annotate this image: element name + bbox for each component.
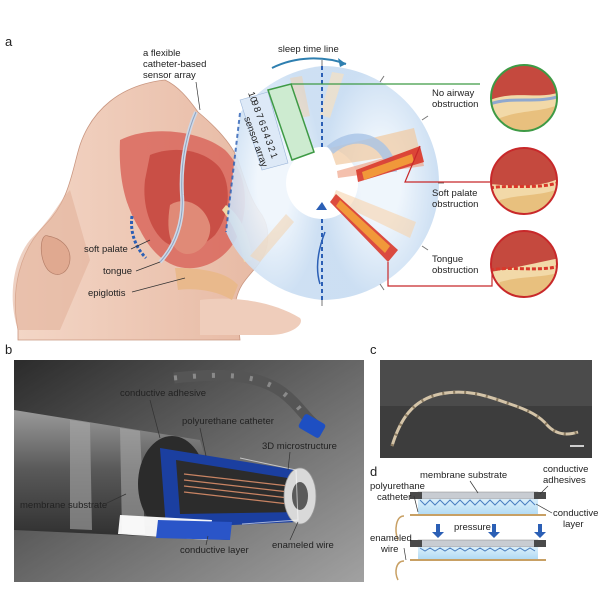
leader-enameled-d: [403, 547, 407, 561]
connector-red-2: [387, 262, 493, 287]
sleep-timeline-fan: [225, 57, 444, 306]
leader-conductive-layer-b: [205, 535, 209, 546]
leader-adhesives-d: [539, 485, 549, 495]
label-tongue-obs-line1: Tongue: [432, 254, 463, 265]
leader-polyurethane: [199, 427, 207, 457]
sensor-section-top: [395, 491, 546, 541]
label-polyurethane-catheter: polyurethane catheter: [182, 416, 274, 427]
label-catheter-line2: catheter-based: [143, 59, 206, 70]
label-soft-palate: soft palate: [84, 244, 128, 255]
label-enameled-line1: enameled: [370, 533, 412, 544]
label-no-obstruction-line2: obstruction: [432, 99, 478, 110]
sensor-number-9: 9: [248, 99, 260, 108]
label-pressure: pressure: [454, 522, 491, 533]
leader-tongue: [135, 261, 161, 272]
enameled-wires-bundle: [183, 473, 307, 507]
circle-soft-palate-obstruction: [490, 147, 558, 215]
label-conductive-adhesives-line1: conductive: [543, 464, 588, 475]
leader-soft-palate: [130, 239, 151, 250]
sensor-section-bottom: [395, 539, 546, 581]
photo-catheter-bands: [390, 390, 579, 447]
label-tongue-obs-line2: obstruction: [432, 265, 478, 276]
leader-membrane-d: [469, 480, 479, 494]
label-membrane-substrate-d: membrane substrate: [420, 470, 507, 481]
label-conductive-adhesives-line2: adhesives: [543, 475, 586, 486]
panel-a-letter: a: [5, 34, 13, 49]
head-illustration: [12, 79, 301, 341]
circle-no-obstruction: [490, 64, 558, 132]
label-no-obstruction-line1: No airway: [432, 88, 474, 99]
leader-conductive-layer-d: [535, 503, 553, 514]
leader-epiglottis: [131, 277, 186, 293]
sensor-number-3: 3: [263, 138, 275, 147]
label-epiglottis: epiglottis: [88, 288, 126, 299]
sensor-number-1: 1: [267, 151, 279, 160]
panel-d-letter: d: [370, 464, 377, 479]
panel-b: b conductive adhesive polyurethane cathe…: [5, 342, 364, 582]
sensor-number-10: 10: [245, 90, 259, 104]
panel-b-letter: b: [5, 342, 12, 357]
leader-conductive-adhesive: [149, 399, 161, 439]
leader-membrane-b: [104, 493, 127, 505]
thin-catheter-bands: [173, 372, 318, 428]
thin-catheter-tip: [298, 414, 326, 438]
label-soft-palate-obs-line1: Soft palate: [432, 188, 477, 199]
label-polyurethane-line2: catheter: [377, 492, 411, 503]
label-conductive-adhesive: conductive adhesive: [120, 388, 206, 399]
label-tongue: tongue: [103, 266, 132, 277]
microstructure-core: [292, 482, 308, 510]
label-3d-microstructure: 3D microstructure: [262, 441, 337, 452]
inner-core: [176, 460, 300, 514]
label-conductive-layer-line1: conductive: [553, 508, 598, 519]
label-membrane-substrate-b: membrane substrate: [20, 500, 107, 511]
sensor-number-list: 10 9 8 7 6 5 4 3 2 1: [245, 90, 279, 160]
microstructure-outline: [239, 457, 299, 525]
label-soft-palate-obs-line2: obstruction: [432, 199, 478, 210]
label-catheter-line1: a flexible: [143, 48, 181, 59]
leader-microstructure: [287, 451, 291, 471]
leader-catheter: [195, 81, 201, 111]
label-conductive-layer-b: conductive layer: [180, 545, 249, 556]
catheter-band-1: [70, 420, 92, 530]
sensor-number-5: 5: [258, 125, 270, 134]
label-polyurethane-line1: polyurethane: [370, 481, 425, 492]
sensor-number-2: 2: [265, 145, 277, 154]
conductive-layer-sheet: [156, 520, 232, 540]
label-sleep-time-line: sleep time line: [278, 44, 339, 55]
panel-c: c: [370, 342, 592, 458]
panel-a: a: [5, 34, 558, 341]
label-enameled-line2: wire: [380, 544, 398, 555]
leader-polyurethane-d: [413, 495, 419, 513]
sensor-number-6: 6: [255, 118, 267, 127]
catheter-band-2: [120, 428, 145, 534]
label-conductive-layer-line2: layer: [563, 519, 584, 530]
panel-c-letter: c: [370, 342, 377, 357]
sensor-number-8: 8: [251, 105, 263, 114]
photo-highlight: [380, 360, 592, 406]
sensor-number-7: 7: [253, 112, 265, 121]
circle-tongue-obstruction: [490, 230, 558, 298]
pressure-arrows: [432, 524, 546, 538]
sensor-number-4: 4: [260, 132, 272, 141]
label-enameled-wire-b: enameled wire: [272, 540, 334, 551]
panel-d: d membrane substrate: [370, 464, 598, 581]
connector-red-1: [404, 145, 490, 183]
label-catheter-line3: sensor array: [143, 70, 196, 81]
leader-enameled-b: [289, 521, 299, 541]
